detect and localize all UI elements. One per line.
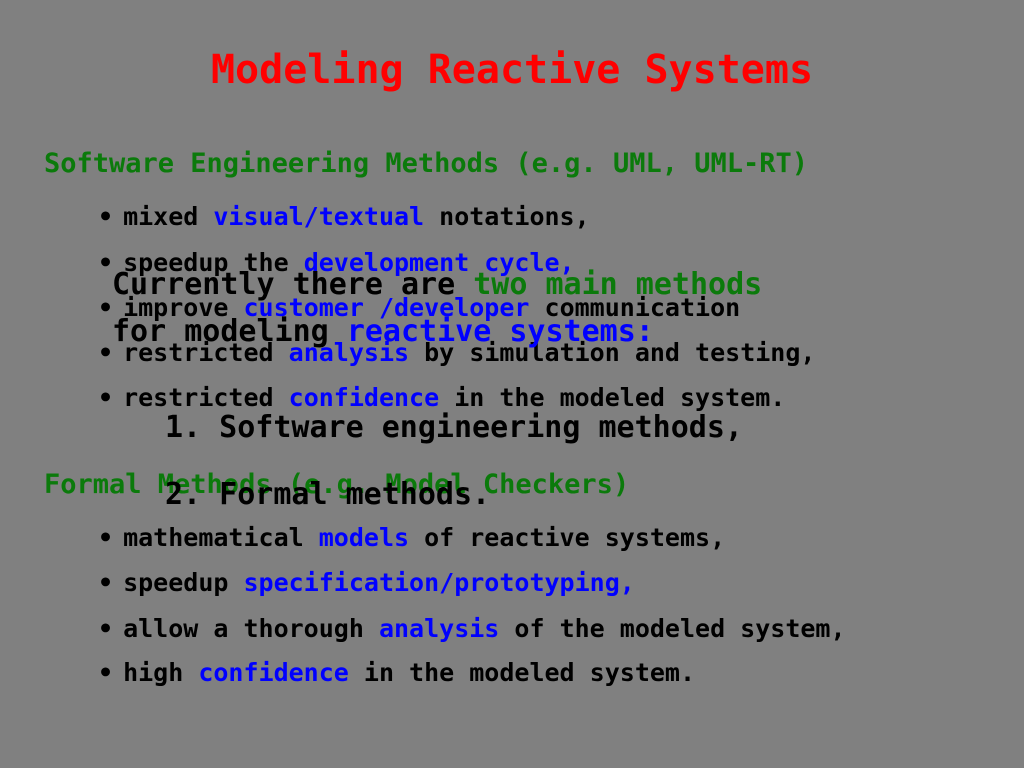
bullet-dot-icon: • — [98, 202, 114, 231]
bullet-dot-icon: • — [98, 568, 114, 597]
slide-title: Modeling Reactive Systems — [210, 47, 814, 93]
section-heading-formal-methods: Formal Methods (e.g. Model Checkers) — [44, 469, 630, 500]
bullet-item: •improve customer /developer communicati… — [98, 293, 741, 322]
bullet-item: •mathematical models of reactive systems… — [98, 523, 726, 552]
bullet-dot-icon: • — [98, 614, 114, 643]
bullet-item: •speedup specification/prototyping, — [98, 568, 635, 597]
overlay-line-2: for modeling reactive systems: — [112, 314, 654, 349]
bullet-dot-icon: • — [98, 338, 114, 367]
overlay-numbered-item-1: 1. Software engineering methods, — [165, 410, 743, 445]
bullet-dot-icon: • — [98, 383, 114, 412]
bullet-item: •speedup the development cycle, — [98, 248, 575, 277]
bullet-item: •high confidence in the modeled system. — [98, 658, 696, 687]
section-heading-software-engineering: Software Engineering Methods (e.g. UML, … — [44, 148, 809, 179]
overlay-numbered-item-2: 2. Formal methods. — [165, 477, 491, 512]
bullet-dot-icon: • — [98, 248, 114, 277]
bullet-item: •mixed visual/textual notations, — [98, 202, 590, 231]
bullet-dot-icon: • — [98, 658, 114, 687]
bullet-item: •allow a thorough analysis of the modele… — [98, 614, 846, 643]
bullet-dot-icon: • — [98, 293, 114, 322]
bullet-dot-icon: • — [98, 523, 114, 552]
bullet-item: •restricted confidence in the modeled sy… — [98, 383, 786, 412]
bullet-item: •restricted analysis by simulation and t… — [98, 338, 816, 367]
overlay-line-1: Currently there are two main methods — [112, 267, 763, 302]
